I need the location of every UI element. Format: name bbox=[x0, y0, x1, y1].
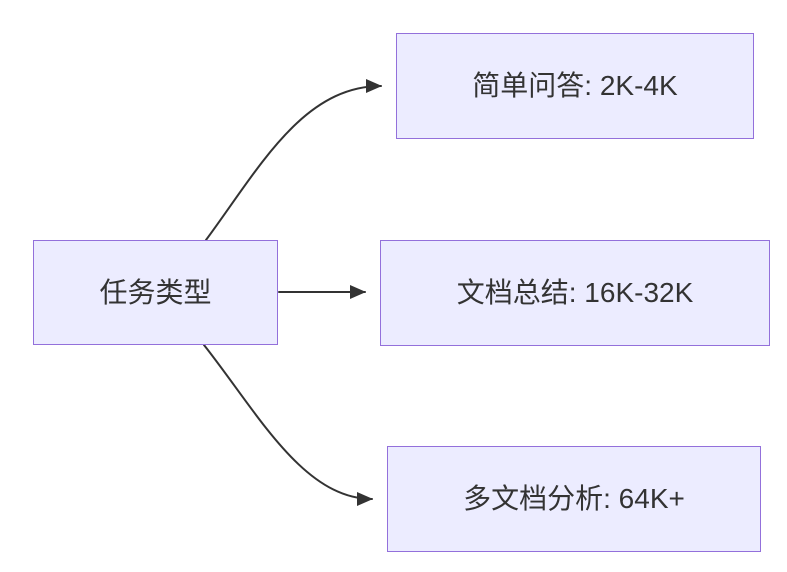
node-task-type-label: 任务类型 bbox=[99, 276, 212, 308]
node-multi-doc-analysis-label: 多文档分析: 64K+ bbox=[463, 483, 685, 515]
node-doc-summary: 文档总结: 16K-32K bbox=[380, 240, 770, 346]
node-simple-qa-label: 简单问答: 2K-4K bbox=[472, 70, 678, 102]
node-multi-doc-analysis: 多文档分析: 64K+ bbox=[387, 446, 761, 552]
edge-root-to-simple-qa bbox=[205, 79, 382, 241]
node-task-type: 任务类型 bbox=[33, 240, 278, 345]
node-simple-qa: 简单问答: 2K-4K bbox=[396, 33, 754, 139]
node-doc-summary-label: 文档总结: 16K-32K bbox=[456, 277, 694, 309]
edge-root-to-multi-doc bbox=[203, 344, 373, 506]
